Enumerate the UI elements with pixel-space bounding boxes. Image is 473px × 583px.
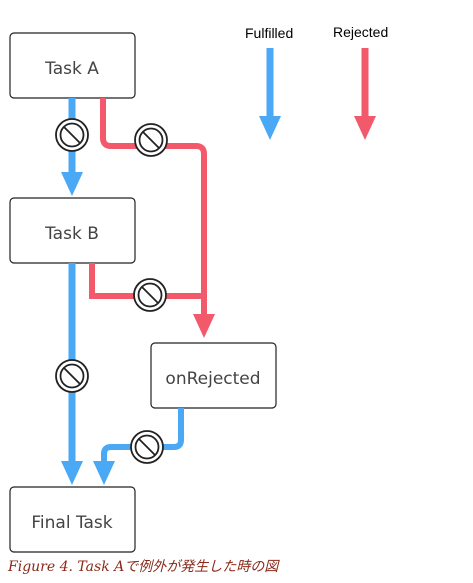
final-task-label: Final Task — [31, 513, 112, 533]
legend-rejected-arrow — [354, 48, 376, 140]
legend-fulfilled-arrow — [259, 48, 281, 140]
final-task-box: Final Task — [9, 486, 136, 553]
blocked-icon-onrejected-path — [130, 430, 164, 464]
legend-fulfilled-label: Fulfilled — [245, 25, 293, 41]
blocked-icon-a-to-b — [55, 118, 89, 152]
task-b-label: Task B — [44, 224, 99, 244]
on-rejected-label: onRejected — [165, 369, 260, 389]
figure-caption: Figure 4. Task Aで例外が発生した時の図 — [8, 556, 278, 576]
on-rejected-box: onRejected — [150, 342, 277, 409]
task-b-box: Task B — [9, 197, 136, 264]
legend-rejected-label: Rejected — [333, 24, 388, 40]
figure-caption-text: Task Aで例外が発生した時の図 — [77, 559, 279, 575]
blocked-icon-b-to-final — [55, 359, 89, 393]
figure-number: Figure 4. — [8, 559, 73, 575]
blocked-icon-b-rejected — [133, 278, 167, 312]
blocked-icon-a-rejected — [134, 123, 168, 157]
task-a-label: Task A — [44, 59, 99, 79]
task-a-box: Task A — [9, 32, 136, 99]
